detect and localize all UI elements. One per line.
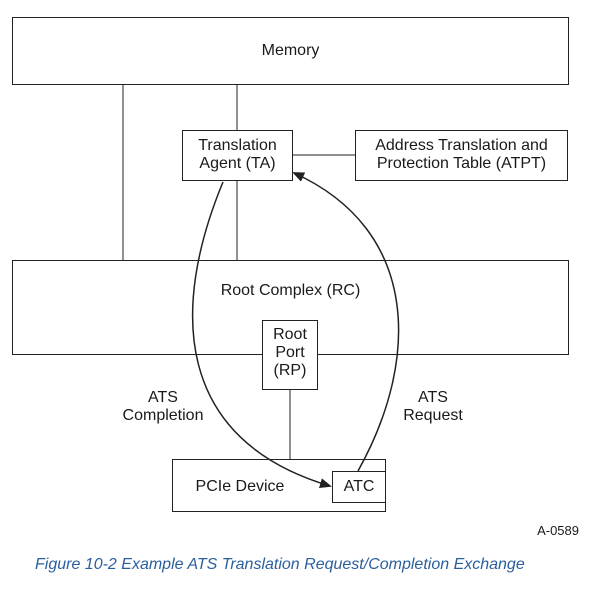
memory-block [12, 17, 569, 85]
translation-agent-label: Translation Agent (TA) [198, 137, 277, 172]
translation-agent-block [182, 130, 293, 181]
root-complex-label: Root Complex (RC) [220, 282, 361, 299]
atpt-block [355, 130, 568, 181]
root-port-label: Root Port (RP) [273, 326, 307, 379]
pcie-device-label: PCIe Device [195, 478, 285, 495]
ats-request-arrow [292, 172, 400, 472]
figure-id: A-0589 [537, 523, 579, 538]
ats-completion-arrow [191, 181, 332, 488]
figure-caption: Figure 10-2 Example ATS Translation Requ… [35, 556, 525, 573]
memory-label: Memory [261, 42, 320, 59]
ats-request-label: ATS Request [403, 389, 463, 424]
atc-label: ATC [343, 478, 375, 495]
ats-completion-label: ATS Completion [122, 389, 204, 424]
atpt-label: Address Translation and Protection Table… [375, 137, 548, 172]
atc-block [332, 471, 386, 503]
root-port-block [262, 320, 318, 390]
